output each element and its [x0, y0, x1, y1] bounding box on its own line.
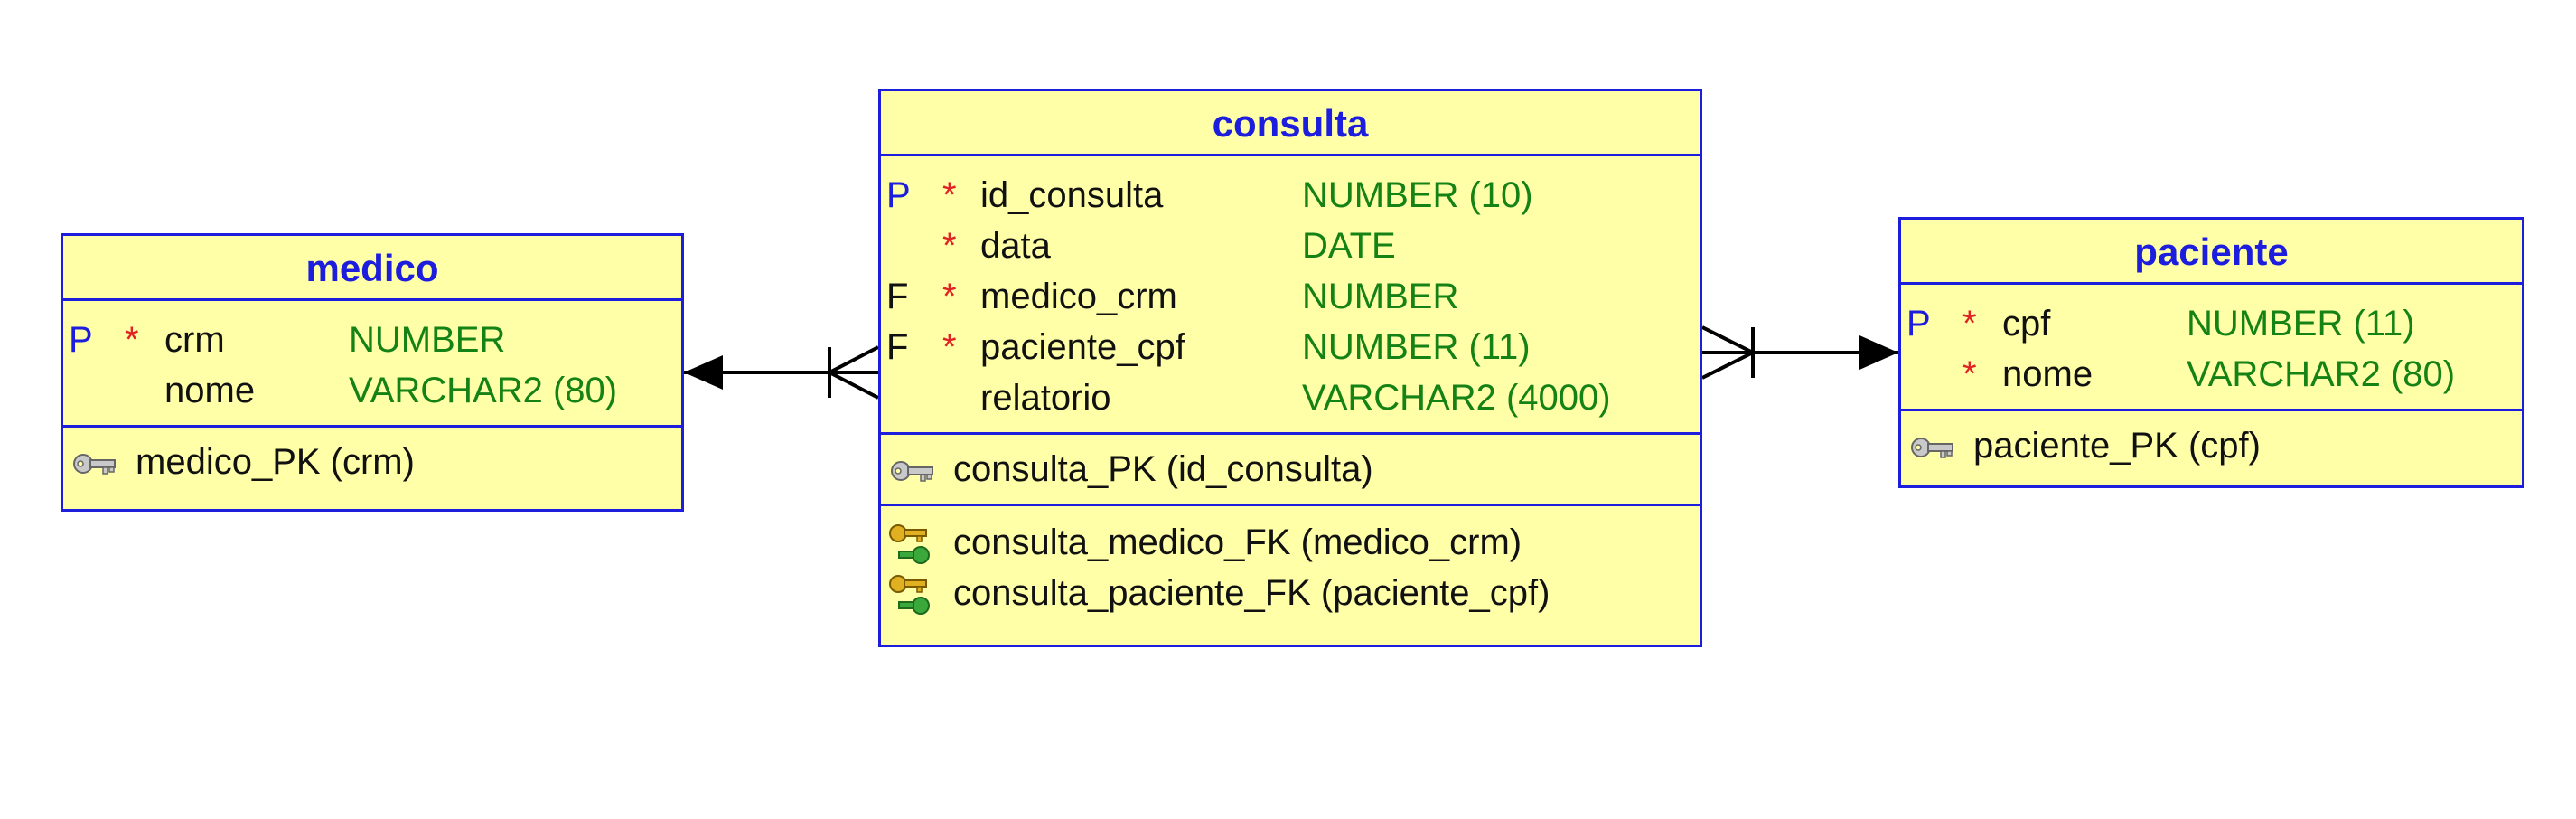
primary-key-section: consulta_PK (id_consulta)	[881, 435, 1700, 506]
foreign-key-label: consulta_medico_FK (medico_crm)	[953, 522, 1522, 562]
attribute-type: VARCHAR2 (80)	[349, 371, 618, 410]
attribute-name: nome	[164, 371, 256, 410]
attribute-type: DATE	[1302, 226, 1396, 266]
attribute-row[interactable]: F * medico_crm NUMBER	[881, 271, 1700, 322]
entity-medico[interactable]: medico P * crm NUMBER nome VARCHAR2 (80)	[61, 233, 684, 512]
primary-key-section: paciente_PK (cpf)	[1901, 411, 2522, 471]
required-marker: *	[942, 175, 957, 215]
required-marker: *	[942, 277, 957, 316]
required-marker: *	[125, 320, 139, 360]
required-marker: *	[942, 226, 957, 266]
attribute-type: NUMBER (10)	[1302, 175, 1533, 215]
primary-key-row[interactable]: paciente_PK (cpf)	[1901, 420, 2522, 471]
attribute-name: relatorio	[980, 378, 1111, 418]
key-icon	[69, 437, 119, 501]
attribute-type: VARCHAR2 (4000)	[1302, 378, 1611, 418]
required-marker: *	[1962, 304, 1977, 344]
attribute-name: id_consulta	[980, 175, 1164, 215]
attribute-name: crm	[164, 320, 225, 360]
one-arrowhead	[684, 355, 723, 390]
primary-key-label: paciente_PK (cpf)	[1973, 426, 2261, 466]
relationship-consulta-paciente	[1701, 325, 1898, 380]
attribute-row[interactable]: * data DATE	[881, 221, 1700, 271]
crow-foot	[1701, 325, 1754, 354]
attribute-row[interactable]: relatorio VARCHAR2 (4000)	[881, 372, 1700, 423]
entity-title: medico	[63, 236, 681, 301]
attribute-row[interactable]: * nome VARCHAR2 (80)	[1901, 349, 2522, 400]
attribute-name: cpf	[2002, 304, 2051, 344]
attribute-list: P * cpf NUMBER (11) * nome VARCHAR2 (80)	[1901, 285, 2522, 411]
attribute-name: nome	[2002, 354, 2094, 394]
foreign-key-section: consulta_medico_FK (medico_crm) consulta…	[881, 506, 1700, 627]
foreign-key-label: consulta_paciente_FK (paciente_cpf)	[953, 573, 1550, 613]
attribute-row[interactable]: P * crm NUMBER	[63, 315, 681, 365]
attribute-type: NUMBER (11)	[2187, 304, 2415, 344]
primary-key-label: medico_PK (crm)	[136, 442, 415, 482]
attribute-row[interactable]: P * id_consulta NUMBER (10)	[881, 170, 1700, 221]
foreign-key-icon	[886, 568, 937, 632]
one-arrowhead	[1859, 335, 1898, 370]
foreign-key-icon	[886, 517, 937, 581]
foreign-flag: F	[886, 277, 909, 316]
attribute-row[interactable]: F * paciente_cpf NUMBER (11)	[881, 322, 1700, 372]
entity-title: consulta	[881, 91, 1700, 156]
attribute-row[interactable]: nome VARCHAR2 (80)	[63, 365, 681, 416]
attribute-row[interactable]: P * cpf NUMBER (11)	[1901, 298, 2522, 349]
primary-key-row[interactable]: consulta_PK (id_consulta)	[881, 444, 1700, 494]
attribute-list: P * crm NUMBER nome VARCHAR2 (80)	[63, 301, 681, 428]
relationship-consulta-medico	[684, 345, 879, 400]
foreign-key-row[interactable]: consulta_paciente_FK (paciente_cpf)	[881, 568, 1700, 618]
foreign-flag: F	[886, 327, 909, 367]
primary-key-label: consulta_PK (id_consulta)	[953, 449, 1373, 489]
attribute-list: P * id_consulta NUMBER (10) * data DATE …	[881, 156, 1700, 435]
attribute-type: NUMBER	[349, 320, 506, 360]
attribute-name: paciente_cpf	[980, 327, 1185, 367]
attribute-name: data	[980, 226, 1051, 266]
entity-paciente[interactable]: paciente P * cpf NUMBER (11) * nome VARC…	[1898, 217, 2524, 488]
key-icon	[886, 444, 937, 508]
primary-flag: P	[886, 175, 911, 215]
primary-flag: P	[69, 320, 93, 360]
attribute-type: NUMBER (11)	[1302, 327, 1531, 367]
attribute-name: medico_crm	[980, 277, 1177, 316]
attribute-type: VARCHAR2 (80)	[2187, 354, 2456, 394]
required-marker: *	[942, 327, 957, 367]
required-marker: *	[1962, 354, 1977, 394]
entity-consulta[interactable]: consulta P * id_consulta NUMBER (10) * d…	[878, 89, 1702, 647]
foreign-key-row[interactable]: consulta_medico_FK (medico_crm)	[881, 517, 1700, 568]
primary-key-row[interactable]: medico_PK (crm)	[63, 437, 681, 487]
primary-key-section: medico_PK (crm)	[63, 428, 681, 487]
primary-flag: P	[1906, 304, 1931, 344]
crow-foot	[829, 345, 879, 374]
attribute-type: NUMBER	[1302, 277, 1459, 316]
key-icon	[1906, 420, 1957, 485]
entity-title: paciente	[1901, 220, 2522, 285]
